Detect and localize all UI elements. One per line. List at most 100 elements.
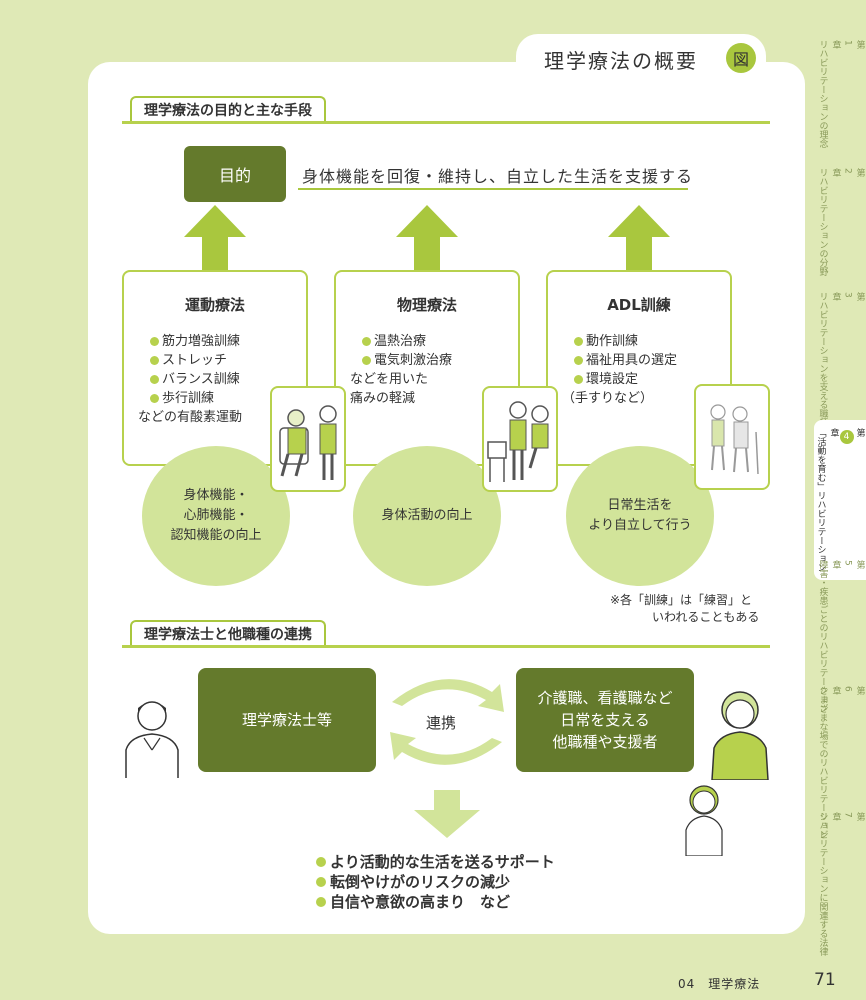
exercise-illustration — [270, 386, 346, 492]
arrow-up-icon — [184, 205, 246, 273]
chapter-suffix: 章 — [830, 812, 841, 821]
chapter-num: 6 — [842, 686, 853, 692]
chapter-num: 3 — [842, 292, 853, 298]
chapter-prefix: 第 — [854, 40, 865, 49]
list-item: 動作訓練 — [574, 332, 677, 351]
chapter-num: 7 — [842, 812, 853, 818]
list-item: 筋力増強訓練 — [150, 332, 242, 351]
effect-line: より自立して行う — [588, 518, 692, 533]
chapter-name: リハビリテーションの分野 — [817, 168, 828, 276]
arrow-up-icon — [396, 205, 458, 273]
purpose-text: 身体機能を回復・維持し、自立した生活を支援する — [302, 167, 694, 186]
chapter-prefix: 第 — [854, 168, 865, 177]
list-item: 転倒やけがのリスクの減少 — [316, 872, 555, 892]
list-item: 電気刺激治療 — [362, 351, 452, 370]
list-item: バランス訓練 — [150, 370, 242, 389]
list-item: ストレッチ — [150, 351, 242, 370]
nurse-illustration — [685, 785, 723, 856]
method-list: 筋力増強訓練 ストレッチ バランス訓練 歩行訓練 などの有酸素運動 — [138, 332, 242, 427]
arrow-down-icon — [414, 790, 480, 838]
outcomes-list: より活動的な生活を送るサポート 転倒やけがのリスクの減少 自信や意欲の高まり な… — [316, 852, 555, 912]
purpose-label: 目的 — [184, 146, 286, 202]
chapter-prefix: 第 — [854, 428, 865, 437]
box-line: 日常を支える — [560, 711, 650, 729]
chapter-name: 障害・疾患ごとのリハビリテーション — [817, 560, 828, 713]
chapter-name: さまざまな場でのリハビリテーション — [817, 686, 828, 839]
method-list: 温熱治療 電気刺激治療 などを用いた 痛みの軽減 — [350, 332, 452, 408]
effect-line: 心肺機能・ — [183, 508, 249, 523]
chapter-prefix: 第 — [854, 812, 865, 821]
list-item: 環境設定 — [574, 370, 677, 389]
chapter-name: リハビリテーションを支える職種 — [817, 292, 828, 427]
note-line: いわれることもある — [652, 610, 760, 624]
caregiver-illustration — [711, 691, 769, 780]
section-heading-purpose: 理学療法の目的と主な手段 — [130, 96, 326, 122]
list-item: 温熱治療 — [362, 332, 452, 351]
title-tab — [516, 34, 766, 78]
method-title: 物理療法 — [396, 296, 457, 314]
chapter-num: 1 — [842, 40, 853, 46]
box-line: 介護職、看護職など — [537, 689, 673, 707]
list-tail: などを用いた — [350, 372, 429, 387]
list-tail: などの有酸素運動 — [138, 410, 243, 425]
physical-therapy-illustration — [482, 386, 558, 492]
therapist-illustration — [125, 701, 179, 778]
list-tail: （手すりなど） — [562, 391, 654, 406]
list-item: 歩行訓練 — [150, 389, 242, 408]
purpose-underline — [298, 188, 688, 190]
cycle-arrows-icon — [390, 679, 504, 765]
page-number: 71 — [814, 970, 836, 990]
box-line: 他職種や支援者 — [552, 733, 658, 751]
effect-line: 身体機能・ — [183, 488, 249, 503]
method-title: ADL訓練 — [607, 296, 671, 314]
chapter-name: リハビリテーションに関連する法律 — [817, 812, 828, 956]
footer-chapter: 04 理学療法 — [678, 977, 761, 991]
list-item: 自信や意欲の高まり など — [316, 892, 555, 912]
chapter-suffix: 章 — [830, 40, 841, 49]
effect-line: 認知機能の向上 — [170, 528, 262, 543]
method-list: 動作訓練 福祉用具の選定 環境設定 （手すりなど） — [562, 332, 677, 408]
figure-badge: 図 — [726, 43, 756, 73]
collaboration-label: 連携 — [426, 714, 457, 732]
chapter-suffix: 章 — [830, 168, 841, 177]
chapter-prefix: 第 — [854, 292, 865, 301]
chapter-num: 5 — [842, 560, 853, 566]
effect-line: 身体活動の向上 — [381, 508, 473, 523]
method-title: 運動療法 — [184, 296, 245, 314]
section-heading-collaboration: 理学療法士と他職種の連携 — [130, 620, 326, 646]
pt-label: 理学療法士等 — [241, 711, 332, 729]
pt-box: 理学療法士等 — [198, 668, 376, 772]
section-divider — [122, 121, 770, 124]
effect-circle: 身体活動の向上 — [353, 446, 501, 586]
chapter-num: 2 — [842, 168, 853, 174]
chapter-num: 4 — [839, 430, 854, 444]
page-title: 理学療法の概要 — [544, 49, 698, 73]
chapter-prefix: 第 — [854, 560, 865, 569]
chapter-suffix: 章 — [828, 428, 839, 437]
chapter-name: 「活動を育む」リハビリテーション — [815, 428, 826, 572]
other-professions-box: 介護職、看護職など日常を支える他職種や支援者 — [516, 668, 694, 772]
chapter-suffix: 章 — [830, 686, 841, 695]
arrow-up-icon — [608, 205, 670, 273]
note-text: ※各「訓練」は「練習」と いわれることもある — [610, 592, 759, 626]
effect-circle: 身体機能・心肺機能・認知機能の向上 — [142, 446, 290, 586]
effect-circle: 日常生活をより自立して行う — [566, 446, 714, 586]
list-tail: 痛みの軽減 — [350, 391, 416, 406]
section-divider — [122, 645, 770, 648]
chapter-suffix: 章 — [830, 292, 841, 301]
list-item: 福祉用具の選定 — [574, 351, 677, 370]
note-line: ※各「訓練」は「練習」と — [610, 593, 753, 607]
effect-line: 日常生活を — [607, 498, 673, 513]
list-item: より活動的な生活を送るサポート — [316, 852, 555, 872]
adl-illustration — [694, 384, 770, 490]
chapter-suffix: 章 — [830, 560, 841, 569]
chapter-name: リハビリテーションの理念 — [817, 40, 828, 148]
chapter-prefix: 第 — [854, 686, 865, 695]
